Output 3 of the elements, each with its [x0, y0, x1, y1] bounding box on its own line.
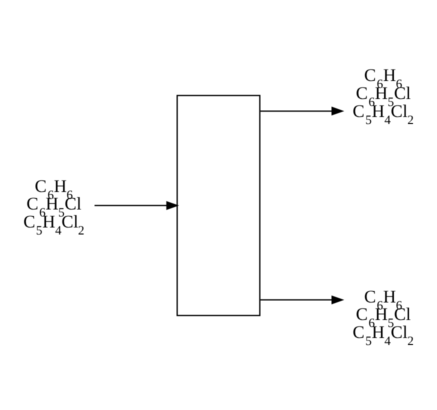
node-text: C$_{6}$H$_{6}$ C$_{6}$H$_{5}$Cl C$_{5}$H$_{4}$Cl$_{2}$: [352, 64, 414, 126]
node-text: C$_{6}$H$_{6}$ C$_{6}$H$_{5}$Cl C$_{5}$H$_{4}$Cl$_{2}$: [23, 175, 84, 237]
node-text: C$_{6}$H$_{6}$ C$_{6}$H$_{5}$Cl C$_{5}$H$_{4}$Cl$_{2}$: [352, 286, 414, 348]
